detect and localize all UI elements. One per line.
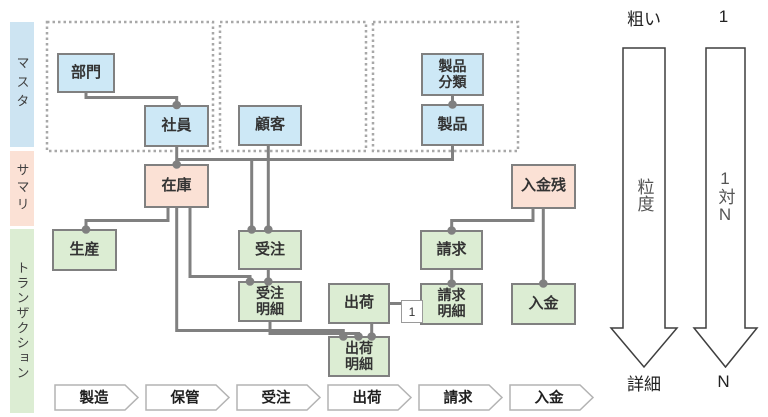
entity-product: 製品 [421,104,484,146]
entity-inventory: 在庫 [144,164,209,208]
flow-chevron-3 [236,384,322,411]
entity-dept: 部門 [57,53,115,93]
entity-production: 生産 [52,229,117,271]
cardinality-bottom-label: N [702,368,745,396]
entity-shipment-detail: 出荷 明細 [328,336,390,377]
flow-step-label: 受注 [262,389,291,407]
flow-step-label: 製造 [79,389,109,407]
entity-payment-balance: 入金残 [511,164,576,209]
flow-chevron-2 [145,384,231,411]
entity-order: 受注 [238,230,302,270]
granularity-bottom-label: 詳細 [607,368,681,396]
layer-label-master: マスタ [10,22,34,147]
flow-chevron-1 [54,384,140,411]
layer-label-summary: サマリ [10,151,34,226]
flow-chevron-6 [509,384,595,411]
granularity-top-label: 粗い [607,3,681,31]
cardinality-axis-label: 1対N [715,168,735,224]
cardinality-arrow [692,47,759,369]
entity-billing-detail: 請求 明細 [420,283,483,325]
layer-label-transaction: トランザクション [10,229,34,413]
entity-order-detail: 受注 明細 [238,281,302,322]
flow-step-label: 出荷 [353,389,382,407]
flow-step-label: 請求 [444,389,473,407]
entity-billing: 請求 [420,230,483,270]
entity-shipment: 出荷 [328,283,390,324]
cardinality-note-1: 1 [401,300,423,323]
group-dept-employee [45,20,215,153]
entity-product-category: 製品 分類 [421,53,484,96]
granularity-arrow [609,47,679,369]
flow-step-label: 入金 [535,389,564,407]
flow-step-label: 保管 [170,389,200,407]
flow-chevron-4 [327,384,413,411]
entity-customer: 顧客 [238,105,302,146]
granularity-axis-label: 粒度 [634,178,654,212]
cardinality-top-label: 1 [702,3,745,31]
entity-employee: 社員 [144,105,209,147]
flow-chevron-5 [418,384,504,411]
entity-payment: 入金 [511,283,576,325]
